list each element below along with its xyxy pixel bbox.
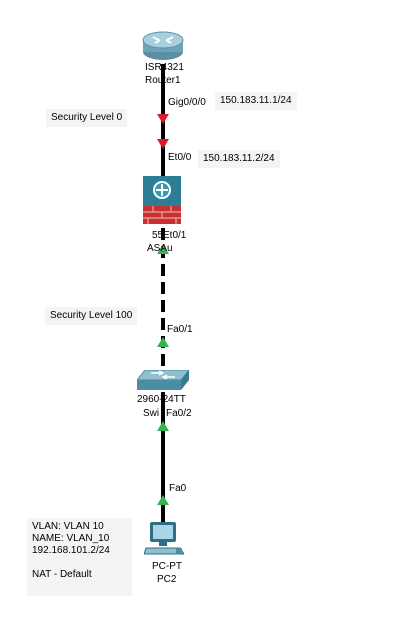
- note-security-inside[interactable]: Security Level 100: [45, 307, 138, 325]
- router-icon: [142, 31, 184, 60]
- link-status-router-down: [157, 114, 169, 124]
- router-device[interactable]: [141, 28, 185, 62]
- switch-model-label: 2960-24TT: [137, 394, 186, 405]
- router-name-label: Router1: [145, 75, 181, 86]
- interface-switch-fa02: Fa0/2: [166, 408, 192, 419]
- link-status-switch-up-1: [157, 337, 169, 347]
- interface-asa-e00: Et0/0: [168, 152, 192, 163]
- asa-model-label: 55: [152, 230, 164, 241]
- link-status-switch-up-2: [157, 421, 169, 431]
- link-status-asa-up: [157, 244, 169, 254]
- link-status-asa-down: [157, 139, 169, 149]
- interface-pc-fa0: Fa0: [169, 483, 187, 494]
- note-router-ip[interactable]: 150.183.11.1/24: [215, 92, 297, 110]
- pc-icon: [144, 522, 184, 555]
- interface-router-gig: Gig0/0/0: [168, 97, 206, 108]
- switch-name-label: Swi: [143, 408, 160, 419]
- router-model-label: ISR4321: [145, 62, 184, 73]
- pc-model-label: PC-PT: [152, 561, 182, 572]
- note-asa-ip[interactable]: 150.183.11.2/24: [198, 150, 280, 168]
- asa-device[interactable]: [143, 176, 181, 224]
- link-status-pc-up: [157, 495, 169, 505]
- note-security-outside[interactable]: Security Level 0: [46, 109, 128, 127]
- pc-name-label: PC2: [157, 574, 177, 585]
- asa-firewall-icon: [143, 176, 181, 224]
- interface-switch-fa01: Fa0/1: [167, 324, 193, 335]
- pc-device[interactable]: [144, 520, 184, 558]
- switch-device[interactable]: [137, 370, 189, 392]
- interface-asa-e01: Et0/1: [163, 230, 187, 241]
- switch-icon: [137, 370, 189, 390]
- note-pc-info[interactable]: VLAN: VLAN 10 NAME: VLAN_10 192.168.101.…: [27, 518, 132, 596]
- asa-name-label: ASAu: [147, 243, 173, 254]
